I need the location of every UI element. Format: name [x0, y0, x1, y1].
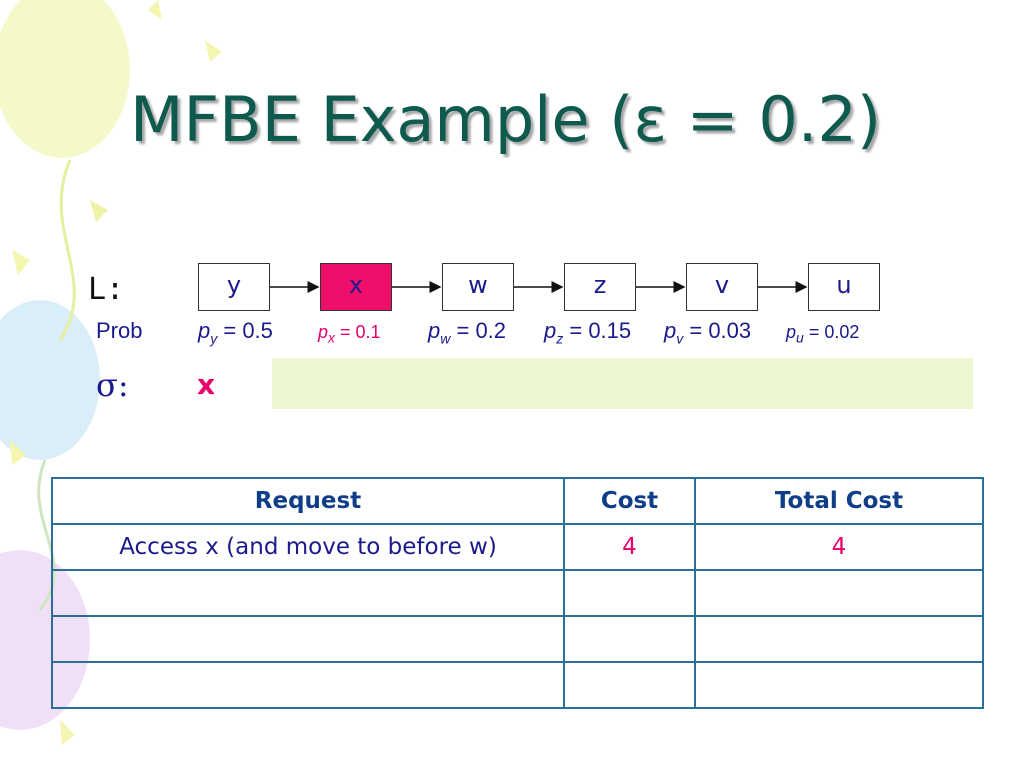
cost-cell: 4 [563, 523, 696, 571]
request-cost-table: Request Cost Total Cost Access x (and mo… [51, 477, 984, 709]
prob-z: pz = 0.15 [544, 318, 632, 347]
request-cell [51, 569, 565, 617]
total-cost-cell [694, 615, 984, 663]
balloon-yellow-decoration [0, 0, 130, 158]
table-row [51, 661, 984, 709]
prob-w: pw = 0.2 [428, 318, 507, 347]
sigma-value: x [197, 368, 216, 401]
confetti-decoration [148, 0, 162, 20]
cost-cell [563, 615, 696, 663]
list-node-x: x [320, 263, 392, 311]
list-node-y: y [198, 263, 270, 311]
table-row [51, 615, 984, 663]
list-node-v: v [686, 263, 758, 311]
total-cost-cell [694, 661, 984, 709]
total-cost-cell: 4 [694, 523, 984, 571]
sigma-sequence-strip [272, 358, 973, 409]
request-cell [51, 615, 565, 663]
balloon-string-decoration [58, 159, 76, 341]
confetti-decoration [60, 720, 75, 745]
list-node-u: u [808, 263, 880, 311]
sigma-label: σ: [96, 366, 129, 404]
cost-cell [563, 661, 696, 709]
balloon-string-decoration [37, 459, 56, 611]
list-label: L: [88, 272, 125, 307]
prob-v: pv = 0.03 [664, 318, 752, 347]
request-cell [51, 661, 565, 709]
list-node-w: w [442, 263, 514, 311]
prob-label: Prob [96, 318, 143, 343]
table-header-row: Request Cost Total Cost [51, 477, 984, 525]
header-total-cost: Total Cost [694, 477, 984, 525]
table-row: Access x (and move to before w) 4 4 [51, 523, 984, 571]
confetti-decoration [90, 200, 108, 222]
header-request: Request [51, 477, 565, 525]
cost-cell [563, 569, 696, 617]
confetti-decoration [12, 250, 30, 275]
slide-title: MFBE Example (ε = 0.2) [130, 83, 882, 156]
confetti-decoration [10, 440, 26, 465]
request-cell: Access x (and move to before w) [51, 523, 565, 571]
confetti-decoration [205, 40, 222, 62]
total-cost-cell [694, 569, 984, 617]
header-cost: Cost [563, 477, 696, 525]
prob-y: py = 0.5 [198, 318, 273, 347]
prob-x: px = 0.1 [318, 322, 381, 346]
table-row [51, 569, 984, 617]
list-node-z: z [564, 263, 636, 311]
prob-u: pu = 0.02 [786, 322, 860, 346]
balloon-blue-decoration [0, 300, 100, 460]
